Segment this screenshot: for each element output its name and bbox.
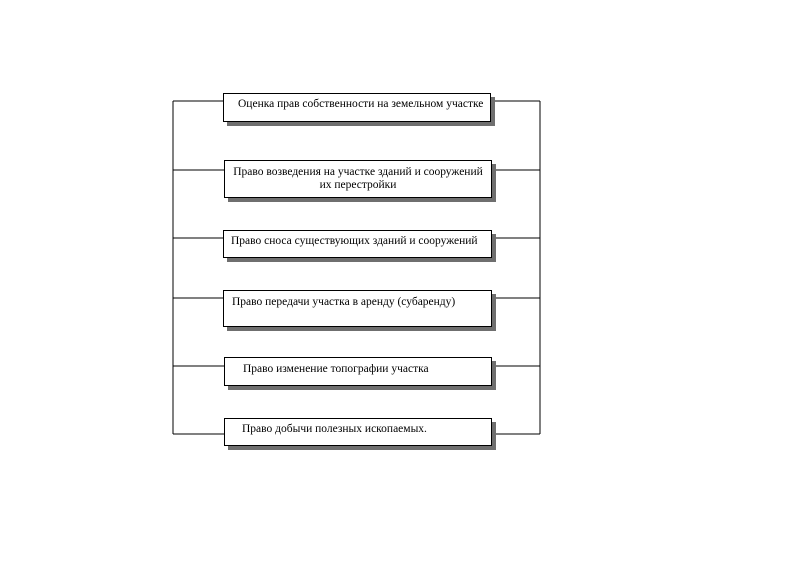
box-lease-transfer-right: Право передачи участка в аренду (субарен…: [223, 290, 492, 327]
box-label: Право изменение топографии участка: [243, 363, 429, 375]
box-label: Право сноса существующих зданий и сооруж…: [231, 235, 478, 247]
box-label: Оценка прав собственности на земельном у…: [238, 98, 484, 110]
box-land-ownership-assessment: Оценка прав собственности на земельном у…: [223, 93, 491, 122]
box-mineral-extraction-right: Право добычи полезных ископаемых.: [224, 418, 492, 446]
box-demolition-right: Право сноса существующих зданий и сооруж…: [223, 230, 492, 258]
box-building-construction-right: Право возведения на участке зданий и соо…: [224, 160, 492, 198]
box-label: Право возведения на участке зданий и соо…: [233, 166, 483, 191]
box-label: Право передачи участка в аренду (субарен…: [232, 296, 456, 308]
box-label: Право добычи полезных ископаемых.: [242, 423, 427, 435]
box-topography-change-right: Право изменение топографии участка: [224, 357, 492, 386]
